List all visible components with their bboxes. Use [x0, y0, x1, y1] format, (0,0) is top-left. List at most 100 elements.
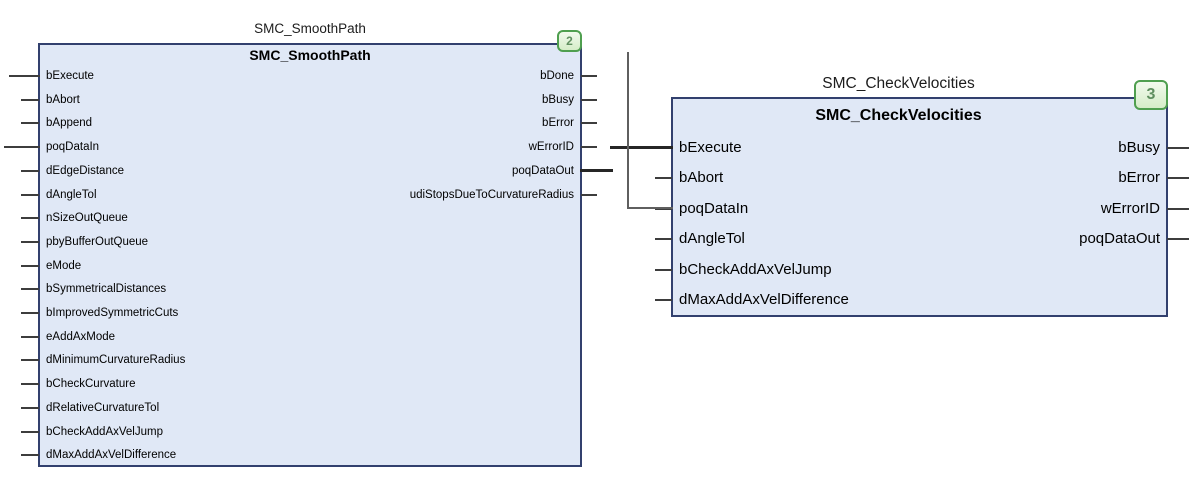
pin-label: bCheckAddAxVelJump [679, 260, 832, 278]
pin-stub [21, 406, 39, 409]
input-pin-bAbort[interactable]: bAbort [655, 168, 1166, 188]
pin-stub [21, 98, 39, 101]
pin-stub [655, 177, 672, 180]
pin-stub [21, 264, 39, 267]
input-pin-dRelativeCurvatureTol[interactable]: dRelativeCurvatureTol [21, 399, 580, 417]
output-pin-poqDataOut[interactable]: poqDataOut [673, 229, 1189, 249]
input-pin-dEdgeDistance[interactable]: dEdgeDistance [21, 162, 580, 180]
output-pin-wErrorID[interactable]: wErrorID [40, 138, 597, 156]
pin-label: bImprovedSymmetricCuts [46, 307, 179, 319]
function-block-smc-checkvelocities[interactable]: SMC_CheckVelocities bExecute bAbort poqDat… [655, 97, 1189, 317]
output-pins-container: bBusy bError wErrorID poqDataOut [673, 99, 1189, 315]
pin-stub [581, 122, 597, 125]
pin-label: bBusy [542, 93, 574, 106]
pin-label: dMaxAddAxVelDifference [679, 291, 849, 308]
instance-name-smc-checkvelocities: SMC_CheckVelocities [822, 75, 975, 92]
pin-stub [1167, 207, 1189, 210]
pin-label: wErrorID [528, 141, 574, 154]
output-pin-poqDataOut[interactable]: poqDataOut [40, 162, 597, 180]
output-pin-wErrorID[interactable]: wErrorID [673, 199, 1189, 219]
pin-stub [21, 430, 39, 433]
pin-stub [21, 288, 39, 291]
pin-stub [1167, 238, 1189, 241]
pin-label: dMaxAddAxVelDifference [46, 449, 177, 462]
pin-stub [1167, 177, 1189, 180]
block-order-badge-3: 3 [1134, 80, 1168, 110]
pin-label: nSizeOutQueue [46, 212, 128, 225]
pin-stub [21, 335, 39, 338]
output-pin-bError[interactable]: bError [673, 168, 1189, 188]
output-pin-bDone[interactable]: bDone [40, 67, 597, 85]
output-pin-bBusy[interactable]: bBusy [673, 138, 1189, 158]
output-pins-container: bDone bBusy bError wErrorID poqDataOut udiSto… [40, 45, 597, 465]
input-pin-bCheckCurvature[interactable]: bCheckCurvature [21, 375, 580, 393]
input-pin-eMode[interactable]: eMode [21, 257, 580, 275]
input-pin-bAbort[interactable]: bAbort [21, 91, 580, 109]
pin-stub [21, 359, 39, 362]
input-pin-nSizeOutQueue[interactable]: nSizeOutQueue [21, 209, 580, 227]
pin-stub [21, 169, 39, 172]
input-pin-pbyBufferOutQueue[interactable]: pbyBufferOutQueue [21, 233, 580, 251]
pin-label: dAngleTol [46, 188, 97, 201]
wire-into-smoothpath-poqdatain[interactable] [4, 146, 40, 148]
pin-label: bExecute [679, 139, 742, 156]
wire-into-checkvelocities-bexecute[interactable] [610, 146, 673, 149]
input-pin-bSymmetricalDistances[interactable]: bSymmetricalDistances [21, 280, 580, 298]
input-pin-eAddAxMode[interactable]: eAddAxMode [21, 328, 580, 346]
block-type-header: SMC_SmoothPath [249, 47, 371, 63]
output-pin-bError[interactable]: bError [40, 114, 597, 132]
input-pin-bImprovedSymmetricCuts[interactable]: bImprovedSymmetricCuts [21, 304, 580, 322]
pin-label: bAbort [679, 169, 724, 187]
pin-label: dRelativeCurvatureTol [46, 401, 160, 414]
pin-label: bError [1118, 169, 1160, 187]
input-pin-bCheckAddAxVelJump[interactable]: bCheckAddAxVelJump [655, 260, 1166, 280]
pin-label: bCheckCurvature [46, 378, 136, 391]
pin-stub [21, 383, 39, 386]
input-pin-dAngleTol[interactable]: dAngleTol [21, 186, 580, 204]
output-pin-bBusy[interactable]: bBusy [40, 91, 597, 109]
pin-stub [581, 193, 597, 196]
input-pin-dMinimumCurvatureRadius[interactable]: dMinimumCurvatureRadius [21, 351, 580, 369]
pin-label: bExecute [46, 70, 94, 82]
pin-label: bDone [540, 70, 574, 82]
input-pin-bAppend[interactable]: bAppend [21, 114, 580, 132]
pin-label: bError [542, 117, 574, 130]
input-pin-bCheckAddAxVelJump[interactable]: bCheckAddAxVelJump [21, 423, 580, 441]
pin-label: bSymmetricalDistances [46, 283, 167, 296]
input-pins-container: bExecute bAbort bAppend poqDataIn dEdgeDista… [21, 45, 580, 465]
pin-stub [655, 268, 672, 271]
pin-stub [21, 217, 39, 220]
wire-horizontal-into-checkvelocities-poqdatain[interactable] [627, 207, 673, 209]
input-pin-dAngleTol[interactable]: dAngleTol [655, 229, 1166, 249]
input-pin-dMaxAddAxVelDifference[interactable]: dMaxAddAxVelDifference [655, 290, 1166, 310]
block-type-header: SMC_CheckVelocities [815, 107, 982, 124]
pin-stub [21, 193, 39, 196]
wire-into-smoothpath-bexecute[interactable] [9, 75, 40, 77]
pin-stub [21, 312, 39, 314]
pin-label: poqDataOut [1079, 230, 1160, 248]
pin-stub [581, 98, 597, 101]
function-block-smc-smoothpath[interactable]: SMC_SmoothPath bExecute bAbort bAppend poqD… [21, 43, 597, 467]
block-order-badge-2: 2 [557, 30, 582, 52]
input-pin-dMaxAddAxVelDifference[interactable]: dMaxAddAxVelDifference [21, 446, 580, 464]
pin-label: bAbort [46, 93, 80, 106]
pin-label: eMode [46, 259, 82, 272]
pin-label: dAngleTol [679, 230, 745, 248]
output-pin-udiStopsDueToCurvatureRadius[interactable]: udiStopsDueToCurvatureRadius [40, 186, 597, 204]
pin-label: poqDataOut [511, 164, 574, 177]
pin-label: eAddAxMode [46, 330, 116, 343]
pin-stub [21, 240, 39, 243]
pin-label: udiStopsDueToCurvatureRadius [409, 188, 574, 201]
pin-label: dEdgeDistance [46, 164, 124, 177]
instance-name-smc-smoothpath: SMC_SmoothPath [254, 21, 366, 36]
wire-from-smoothpath-poqdataout[interactable] [580, 169, 613, 172]
pin-label: bAppend [46, 117, 93, 130]
pin-label: pbyBufferOutQueue [46, 235, 149, 248]
wire-vertical-into-checkvelocities-poqdatain[interactable] [627, 52, 629, 209]
pin-label: bCheckAddAxVelJump [46, 425, 163, 438]
pin-stub [21, 454, 39, 457]
pin-stub [581, 146, 597, 149]
pin-label: bBusy [1118, 139, 1160, 156]
pin-label: poqDataIn [46, 141, 100, 154]
